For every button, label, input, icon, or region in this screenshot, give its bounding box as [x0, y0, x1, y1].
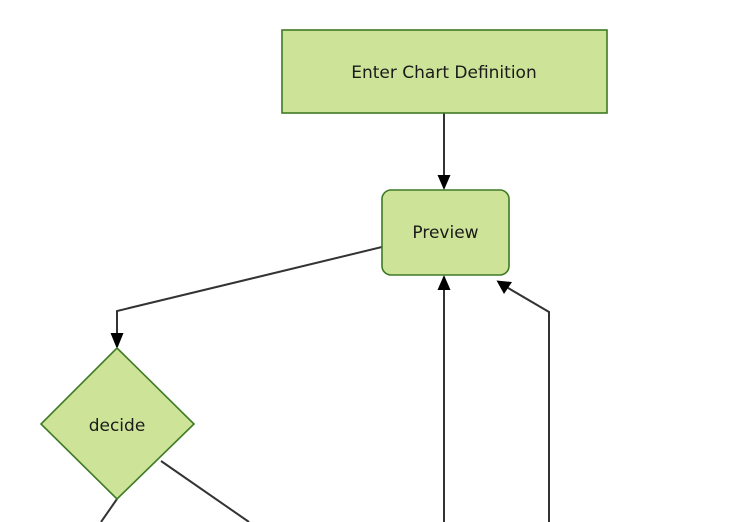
node-enter-chart-definition[interactable]: Enter Chart Definition: [281, 29, 608, 114]
edge-enter-to-preview-arrowhead: [437, 175, 451, 190]
edge-layer: [100, 113, 550, 522]
node-decide[interactable]: decide: [39, 346, 196, 501]
node-decide-shape[interactable]: [39, 346, 196, 501]
node-preview-shape[interactable]: [381, 189, 510, 276]
node-preview-label: Preview: [412, 223, 478, 243]
edge-bottom-right-to-preview: [496, 280, 550, 522]
edge-bottom-right-to-preview-line: [502, 284, 550, 522]
edge-enter-to-preview: [437, 113, 451, 190]
edge-bottom-center-to-preview-arrowhead: [437, 275, 451, 290]
node-preview[interactable]: Preview: [381, 189, 510, 276]
edge-decide-bottom-out-line: [100, 498, 118, 522]
edge-decide-right-out-line: [160, 460, 250, 522]
edge-decide-right-out: [160, 460, 250, 522]
edge-preview-to-decide: [110, 246, 383, 349]
node-layer: Enter Chart Definition Preview decide: [39, 29, 608, 501]
node-decide-label: decide: [89, 416, 146, 436]
edge-decide-bottom-out: [100, 498, 118, 522]
edge-preview-to-decide-arrowhead: [110, 333, 124, 349]
node-enter-chart-definition-shape[interactable]: [281, 29, 608, 114]
edge-bottom-center-to-preview: [437, 275, 451, 522]
edge-bottom-right-to-preview-arrowhead: [496, 280, 512, 294]
edge-preview-to-decide-line: [116, 246, 383, 340]
node-enter-chart-definition-label: Enter Chart Definition: [351, 63, 536, 83]
